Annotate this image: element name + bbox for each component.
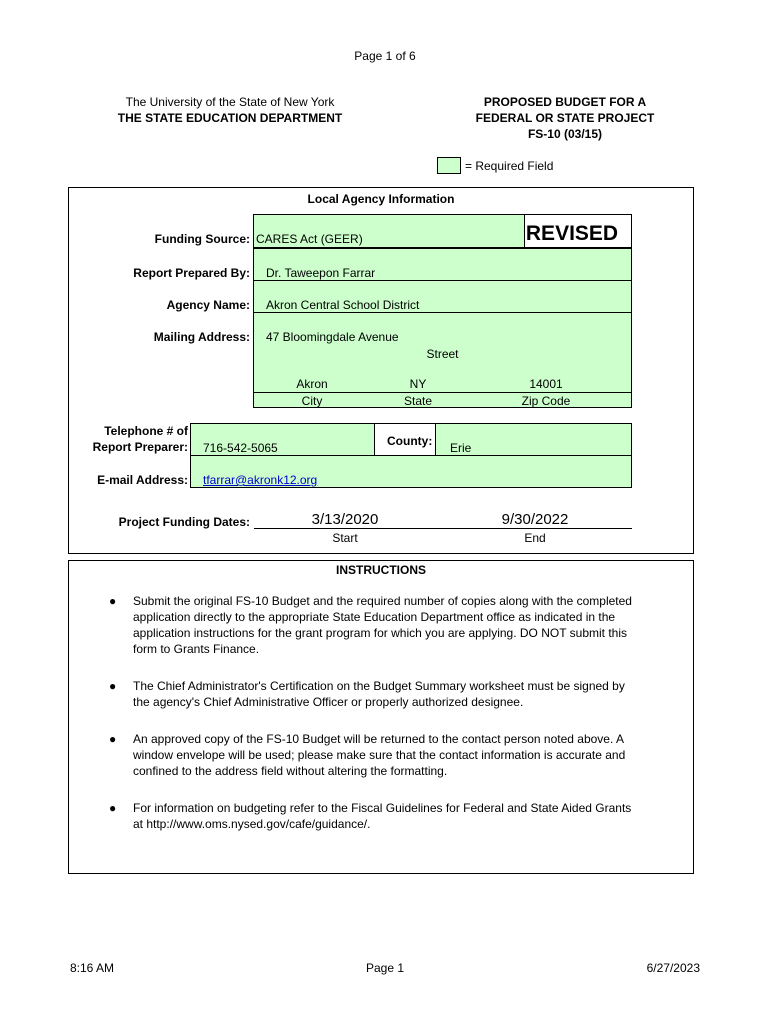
city-caption: City [301,394,323,408]
header-form-number: FS-10 (03/15) [527,127,603,141]
page-number-header: Page 1 of 6 [354,49,416,63]
funding-dates-label: Project Funding Dates: [118,515,250,529]
agency-name-label: Agency Name: [166,298,250,312]
header-university: The University of the State of New York [125,95,335,109]
bullet-icon: ● [109,679,117,693]
address-detail-area [253,344,632,408]
local-agency-title: Local Agency Information [307,192,455,206]
bullet-icon: ● [109,594,117,608]
instruction-item-4: For information on budgeting refer to th… [133,801,632,831]
funding-dates-underline [254,528,632,529]
street-caption: Street [426,347,459,361]
local-agency-section [68,187,694,554]
report-prepared-by-label: Report Prepared By: [133,266,250,280]
footer-page: Page 1 [365,961,405,975]
address-divider [253,392,632,393]
agency-name-value: Akron Central School District [266,298,420,312]
instruction-item-1: Submit the original FS-10 Budget and the… [133,594,632,656]
zip-caption: Zip Code [521,394,571,408]
county-label: County: [387,434,433,448]
header-form-title-1: PROPOSED BUDGET FOR A [483,95,647,109]
instructions-title: INSTRUCTIONS [336,563,426,577]
mailing-address-label: Mailing Address: [153,330,250,344]
instruction-item-3: An approved copy of the FS-10 Budget wil… [133,732,626,778]
bullet-icon: ● [109,801,117,815]
county-field[interactable] [435,423,632,456]
header-department: THE STATE EDUCATION DEPARTMENT [117,111,343,125]
telephone-label-line2: Report Preparer: [92,440,188,454]
funding-source-field[interactable] [253,214,525,248]
footer-time: 8:16 AM [70,961,115,975]
start-caption: Start [332,531,358,545]
revised-box [524,214,632,248]
zip-value[interactable]: 14001 [529,377,563,391]
state-value[interactable]: NY [409,377,427,391]
required-field-swatch [437,157,461,174]
funding-source-label: Funding Source: [154,232,250,246]
telephone-label-line1: Telephone # of [104,424,188,438]
county-value: Erie [450,441,472,455]
funding-source-value: CARES Act (GEER) [256,232,363,246]
email-label: E-mail Address: [97,473,188,487]
city-value[interactable]: Akron [296,377,328,391]
mailing-address-value: 47 Bloomingdale Avenue [266,330,399,344]
instruction-item-2: The Chief Administrator's Certification … [133,679,625,709]
end-date-value[interactable]: 9/30/2022 [501,511,569,528]
start-date-value[interactable]: 3/13/2020 [311,511,379,528]
end-caption: End [524,531,546,545]
required-field-legend: = Required Field [465,159,554,173]
bullet-icon: ● [109,732,117,746]
mailing-address-field[interactable] [253,312,632,345]
instructions-section [68,560,694,874]
email-link[interactable]: tfarrar@akronk12.org [203,473,318,487]
email-field[interactable] [190,455,632,488]
revised-stamp: REVISED [525,222,619,245]
report-prepared-by-value: Dr. Taweepon Farrar [266,266,376,280]
telephone-value: 716-542-5065 [203,441,278,455]
footer-date: 6/27/2023 [646,961,700,975]
header-form-title-2: FEDERAL OR STATE PROJECT [475,111,655,125]
state-caption: State [403,394,433,408]
